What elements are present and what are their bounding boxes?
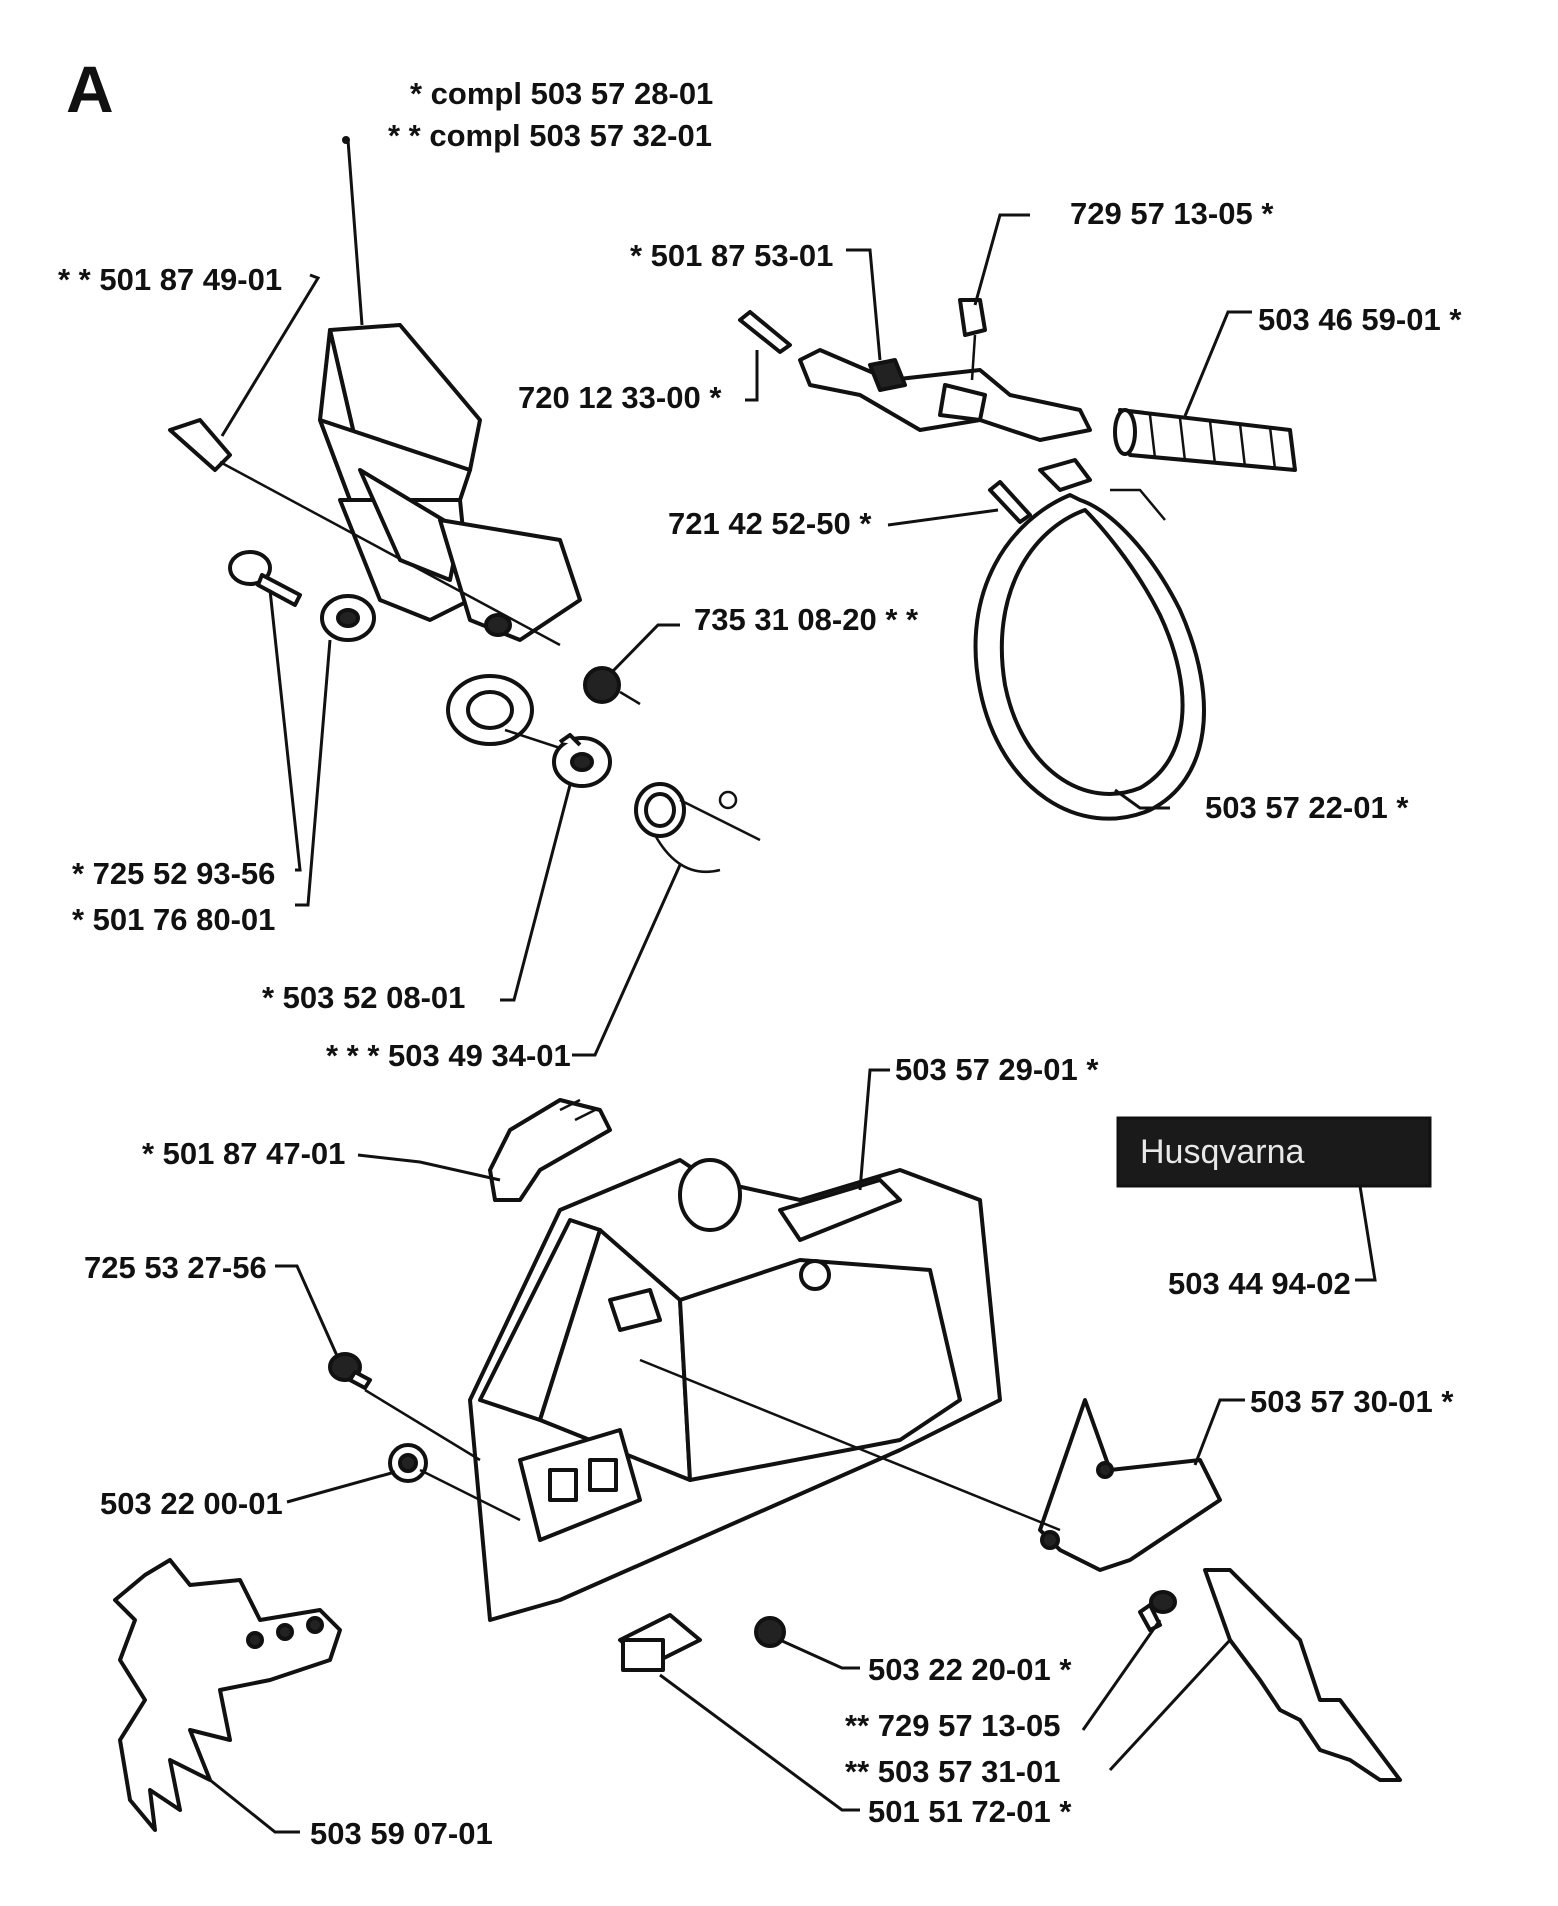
label-735-31-08-20: 735 31 08-20 * * <box>694 602 919 637</box>
leader-lines <box>209 136 1377 1834</box>
label-503-59-07-01: 503 59 07-01 <box>310 1816 493 1851</box>
label-compl-503-57-28-01: * compl 503 57 28-01 <box>410 76 713 111</box>
label-503-44-94-02: 503 44 94-02 <box>1168 1266 1351 1301</box>
label-503-57-31-01: ** 503 57 31-01 <box>845 1754 1060 1789</box>
screw-725-52-93-56 <box>228 550 376 642</box>
label-725-52-93-56: * 725 52 93-56 <box>72 856 275 891</box>
label-503-57-30-01: 503 57 30-01 * <box>1250 1384 1454 1419</box>
bolt-501-87-49-01 <box>168 418 561 647</box>
guide-plate-503-57-30-01 <box>1038 1398 1222 1572</box>
spring-503-49-34-01 <box>634 782 761 874</box>
label-503-57-22-01: 503 57 22-01 * <box>1205 790 1409 825</box>
plate-501-87-47-01 <box>488 1098 612 1202</box>
part-labels: * compl 503 57 28-01 * * compl 503 57 32… <box>58 76 1462 1851</box>
latch-501-87-53-01 <box>798 298 1092 442</box>
screw-725-53-27-56 <box>328 1352 372 1390</box>
spike-503-59-07-01 <box>113 1558 342 1832</box>
label-503-49-34-01: * * * 503 49 34-01 <box>326 1038 571 1073</box>
brake-handle-part <box>318 323 582 746</box>
label-729-57-13-05-bottom: ** 729 57 13-05 <box>845 1708 1060 1743</box>
label-729-57-13-05-top: 729 57 13-05 * <box>1070 196 1274 231</box>
screw-729-57-13-05-lower <box>1138 1590 1177 1632</box>
nut-503-22-00-01 <box>388 1443 428 1483</box>
label-compl-503-57-32-01: * * compl 503 57 32-01 <box>388 118 712 153</box>
label-720-12-33-00: 720 12 33-00 * <box>518 380 722 415</box>
pin-503-52-08-01 <box>504 728 612 788</box>
brand-plate-503-44-94-02: Husqvarna <box>1116 1116 1432 1188</box>
dog-503-57-31-01 <box>1203 1568 1402 1782</box>
label-501-76-80-01: * 501 76 80-01 <box>72 902 275 937</box>
label-503-22-00-01: 503 22 00-01 <box>100 1486 283 1521</box>
label-503-52-08-01: * 503 52 08-01 <box>262 980 465 1015</box>
stop-501-51-72-01 <box>618 1613 702 1672</box>
label-501-51-72-01: 501 51 72-01 * <box>868 1794 1072 1829</box>
grip-503-46-59-01 <box>1113 408 1297 472</box>
label-503-46-59-01: 503 46 59-01 * <box>1258 302 1462 337</box>
nut-735-31-08-20 <box>583 666 641 706</box>
pin-721-42-52-50 <box>988 480 1032 524</box>
label-725-53-27-56: 725 53 27-56 <box>84 1250 267 1285</box>
label-503-22-20-01: 503 22 20-01 * <box>868 1652 1072 1687</box>
section-letter: A <box>66 52 114 126</box>
nut-503-22-20-01 <box>754 1616 786 1648</box>
label-501-87-47-01: * 501 87 47-01 <box>142 1136 345 1171</box>
clutch-cover-503-57-29-01 <box>468 1158 1002 1622</box>
label-721-42-52-50: 721 42 52-50 * <box>668 506 872 541</box>
brake-band-503-57-22-01 <box>973 458 1206 821</box>
label-501-87-53-01: * 501 87 53-01 <box>630 238 833 273</box>
pin-720-12-33-00 <box>738 310 792 354</box>
brand-plate-text: Husqvarna <box>1140 1133 1305 1171</box>
label-503-57-29-01: 503 57 29-01 * <box>895 1052 1099 1087</box>
label-501-87-49-01: * * 501 87 49-01 <box>58 262 282 297</box>
